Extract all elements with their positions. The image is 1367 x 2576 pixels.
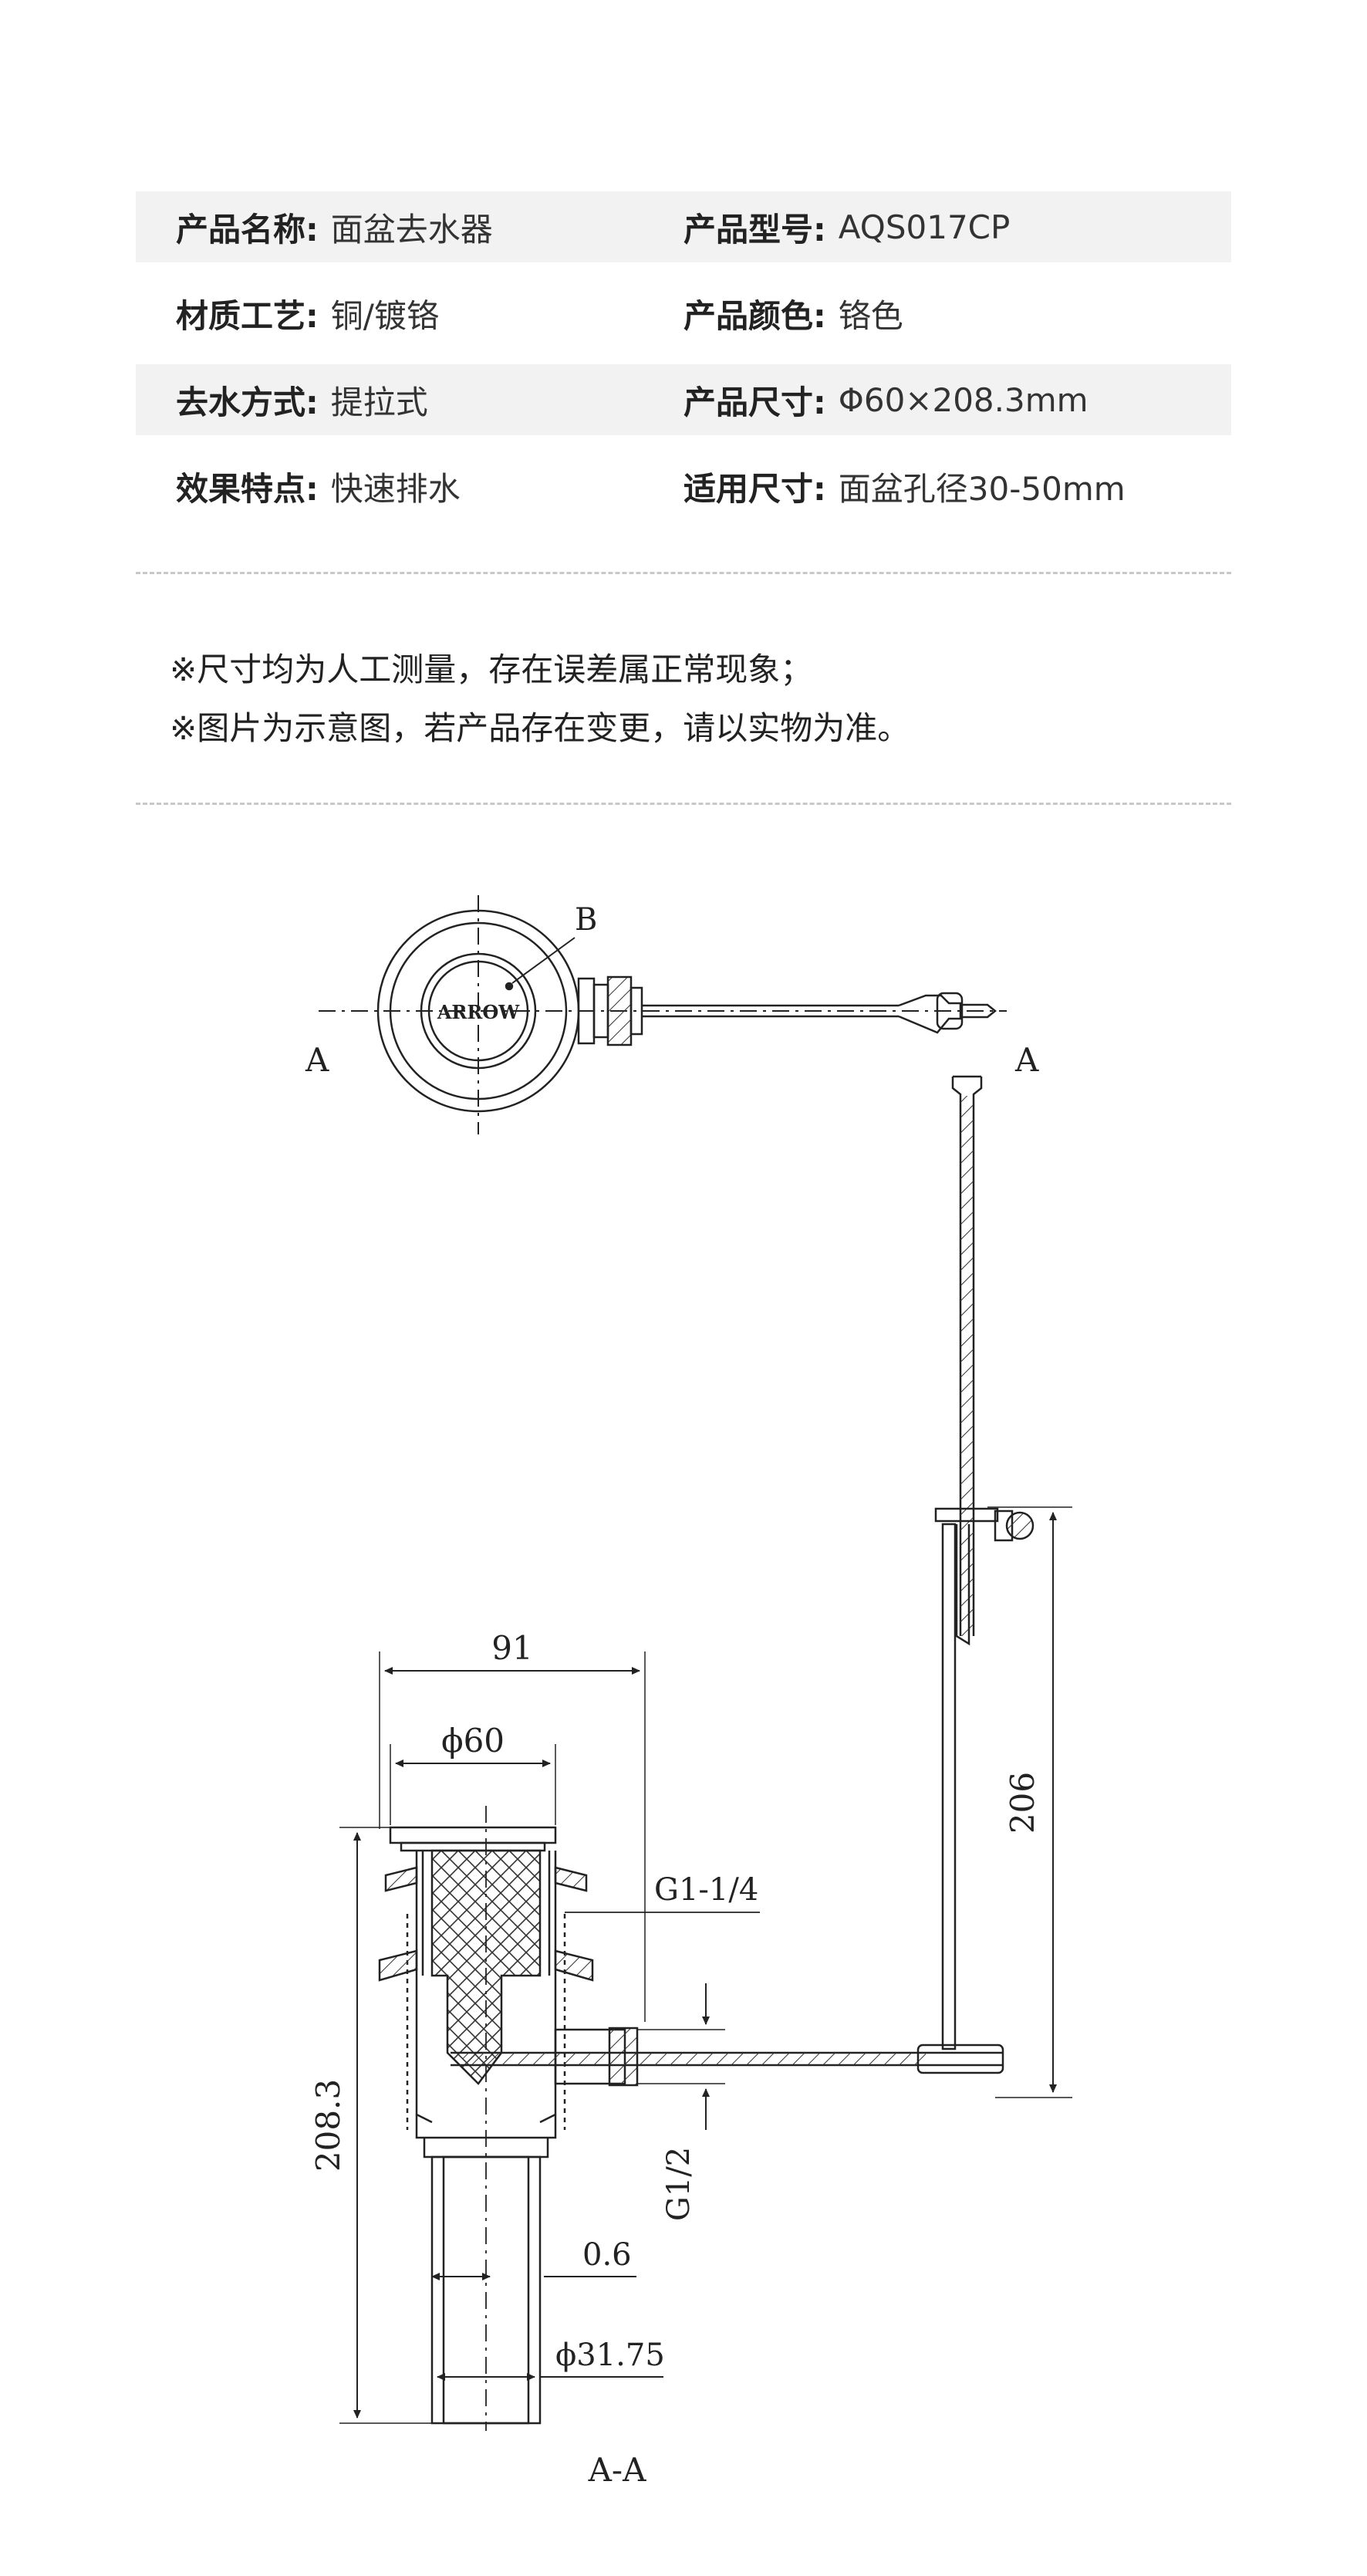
flange [389, 1826, 557, 1844]
notes: ※尺寸均为人工测量，存在误差属正常现象； ※图片为示意图，若产品存在变更，请以实… [170, 641, 910, 758]
dim-text-phi31-75: ϕ31.75 [555, 2338, 665, 2373]
spec-cell: 产品型号: AQS017CP [684, 204, 1231, 251]
spec-label: 效果特点: [176, 469, 319, 508]
rod-end [962, 1003, 997, 1019]
spec-label: 去水方式: [176, 383, 319, 421]
drain-body-rim [389, 921, 568, 1100]
spec-cell: 去水方式: 提拉式 [136, 377, 684, 424]
spec-cell: 产品名称: 面盆去水器 [136, 204, 684, 251]
spec-table: 产品名称: 面盆去水器 产品型号: AQS017CP 材质工艺: 铜/镀铬 产品… [136, 191, 1231, 537]
flange-lip [400, 1841, 546, 1852]
section-label-right: A [1014, 1041, 1039, 1079]
spec-row: 效果特点: 快速排水 适用尺寸: 面盆孔径30-50mm [136, 451, 1231, 522]
stopper-core [430, 1849, 542, 2085]
dim-text-0-6: 0.6 [582, 2237, 632, 2273]
washer [554, 1866, 588, 1892]
point-b-marker [505, 982, 514, 991]
section-view [378, 1806, 1004, 2431]
spec-row: 产品名称: 面盆去水器 产品型号: AQS017CP [136, 191, 1231, 262]
technical-drawing: B A A ARROW 206 [305, 895, 1072, 2489]
lock-nut [554, 1949, 594, 1982]
dim-text-g1-2: G1/2 [661, 2147, 697, 2221]
clevis [916, 2044, 1004, 2074]
spec-cell: 效果特点: 快速排水 [136, 463, 684, 510]
dim-text-91: 91 [491, 1629, 532, 1667]
rod-hatch [960, 1096, 974, 1636]
spec-cell: 适用尺寸: 面盆孔径30-50mm [684, 463, 1231, 510]
strap-bar [941, 1523, 957, 2050]
note-line: ※图片为示意图，若产品存在变更，请以实物为准。 [170, 709, 910, 747]
knurled-nut [606, 975, 633, 1046]
spec-value: AQS017CP [838, 208, 1011, 246]
clevis-clip [936, 992, 964, 1030]
clevis-strap [898, 994, 962, 1034]
spec-label: 产品尺寸: [684, 383, 826, 421]
dim-text-phi60: ϕ60 [441, 1722, 505, 1760]
spec-value: 面盆孔径30-50mm [838, 469, 1126, 508]
spec-value: 面盆去水器 [330, 210, 493, 248]
top-view [319, 895, 1007, 1134]
spec-row: 材质工艺: 铜/镀铬 产品颜色: 铬色 [136, 278, 1231, 349]
spec-row: 去水方式: 提拉式 产品尺寸: Φ60×208.3mm [136, 364, 1231, 435]
dashed-divider [136, 803, 1231, 805]
pop-up-cap-inner [427, 960, 529, 1062]
fitting [629, 986, 643, 1036]
lock-nut [378, 1949, 418, 1982]
spec-cell: 产品颜色: 铬色 [684, 290, 1231, 337]
pivot-rod-hatch [463, 2053, 926, 2065]
body-wall-left [415, 1851, 433, 2124]
lift-rod [934, 1075, 1072, 2098]
washer [384, 1866, 418, 1892]
spec-label: 材质工艺: [176, 296, 319, 335]
brand-logo: ARROW [437, 1001, 520, 1023]
pop-up-cap-outer [420, 952, 537, 1070]
spec-label: 适用尺寸: [684, 469, 826, 508]
spec-value: 快速排水 [330, 469, 461, 508]
note-line: ※尺寸均为人工测量，存在误差属正常现象； [170, 651, 813, 688]
rod-strap [955, 1524, 970, 1646]
spec-label: 产品型号: [684, 210, 826, 248]
dim-text-208-3: 208.3 [309, 2079, 347, 2172]
spec-value: 铬色 [838, 296, 903, 335]
spec-cell: 产品尺寸: Φ60×208.3mm [684, 377, 1231, 424]
rod-right-edge [972, 1077, 983, 1636]
thumb-screw-knob [1005, 1511, 1035, 1540]
section-label-left: A [305, 1041, 329, 1079]
spec-value: Φ60×208.3mm [838, 380, 1089, 419]
dim-text-206: 206 [1004, 1772, 1041, 1834]
spec-value: 铜/镀铬 [330, 296, 439, 335]
dim-text-g1-1-4: G1-1/4 [654, 1872, 758, 1908]
spec-label: 产品名称: [176, 210, 319, 248]
spec-value: 提拉式 [330, 383, 428, 421]
leader-line [511, 937, 575, 984]
rod-bracket [934, 1507, 999, 1523]
dashed-divider [136, 572, 1231, 574]
spec-label: 产品颜色: [684, 296, 826, 335]
point-b-label: B [575, 902, 597, 938]
spec-cell: 材质工艺: 铜/镀铬 [136, 290, 684, 337]
body-wall-right [539, 1851, 557, 2124]
section-caption: A-A [588, 2451, 647, 2489]
